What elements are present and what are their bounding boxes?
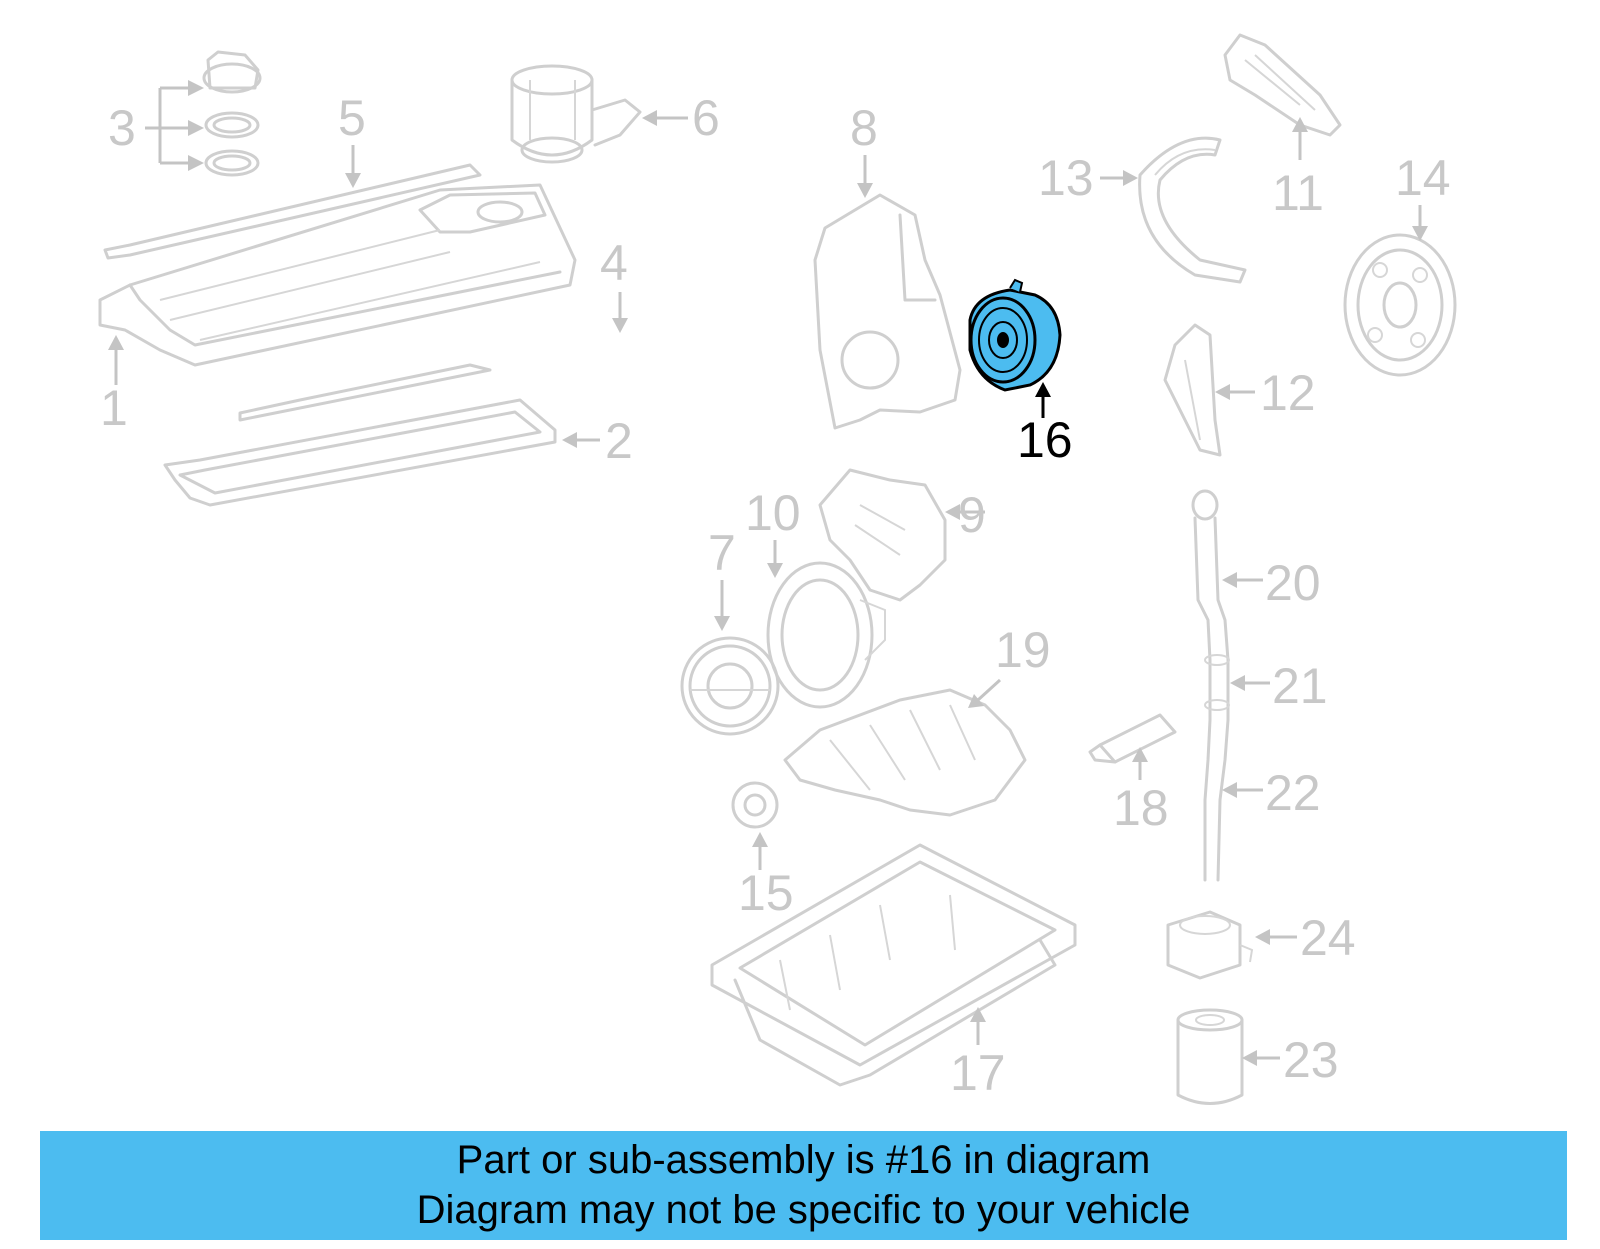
oil-cooler-part (1166, 910, 1254, 980)
arrow-15 (752, 832, 768, 870)
arrow-17 (970, 1007, 986, 1045)
oil-filter-part (1176, 1008, 1244, 1105)
callout-14: 14 (1395, 150, 1451, 206)
callout-15: 15 (738, 865, 794, 921)
callout-13: 13 (1038, 150, 1094, 206)
arrow-9 (945, 504, 985, 520)
callout-10: 10 (745, 485, 801, 541)
rear-cover-plate-part (818, 468, 947, 602)
oil-filter-housing-part (510, 64, 642, 164)
callout-23: 23 (1283, 1032, 1339, 1088)
arrow-18 (1132, 747, 1148, 780)
dipstick-part (1191, 489, 1230, 882)
callout-1: 1 (100, 380, 128, 436)
callout-11: 11 (1272, 165, 1324, 221)
sealant-tube-part (1088, 713, 1177, 764)
arrow-14 (1412, 205, 1428, 241)
callout-8: 8 (850, 100, 878, 156)
arrow-8 (857, 155, 873, 198)
seal-flange-part (766, 561, 886, 709)
gasket-upper-part (103, 163, 482, 260)
callout-24: 24 (1300, 910, 1356, 966)
valve-cover-part (98, 183, 577, 367)
arrow-24 (1255, 929, 1297, 945)
callout-19: 19 (995, 622, 1051, 678)
rear-bracket-part (1163, 323, 1222, 457)
callout-20: 20 (1265, 555, 1321, 611)
callout-12: 12 (1260, 365, 1316, 421)
callout-17: 17 (950, 1045, 1006, 1101)
callout-5: 5 (338, 90, 366, 146)
caption-line-2: Diagram may not be specific to your vehi… (416, 1188, 1191, 1232)
oil-baffle-part (783, 688, 1027, 817)
oil-pan-part (710, 843, 1077, 1087)
camshaft-sprocket-part (1343, 233, 1457, 377)
callout-6: 6 (692, 90, 720, 146)
arrow-1 (108, 335, 124, 385)
arrow-10 (767, 540, 783, 578)
arrow-20 (1222, 572, 1263, 588)
callout-7: 7 (708, 525, 736, 581)
arrow-22 (1222, 782, 1263, 798)
arrow-4 (612, 292, 628, 333)
arrow-5 (345, 145, 361, 188)
arrow-6 (642, 110, 688, 126)
upper-cover-part (1223, 33, 1342, 137)
arrow-21 (1230, 675, 1270, 691)
arrow-11 (1292, 117, 1308, 160)
callout-4: 4 (600, 235, 628, 291)
callout-18: 18 (1113, 780, 1169, 836)
timing-cover-part (813, 193, 962, 430)
callout-9: 9 (958, 487, 986, 543)
arrow-19 (968, 678, 1002, 708)
callout-16: 16 (1017, 412, 1073, 468)
crank-pulley-part (680, 636, 780, 736)
oil-cap-part (202, 50, 262, 177)
callout-21: 21 (1272, 658, 1328, 714)
caption-banner: Part or sub-assembly is #16 in diagram D… (40, 1131, 1567, 1240)
callout-22: 22 (1265, 765, 1321, 821)
arrow-13 (1100, 170, 1138, 186)
caption-line-1: Part or sub-assembly is #16 in diagram (456, 1138, 1151, 1182)
timing-belt-part (1138, 136, 1247, 284)
tensioner-part-highlighted[interactable] (968, 278, 1062, 392)
arrow-16 (1035, 382, 1051, 418)
arrow-3 (145, 80, 204, 171)
arrow-2 (562, 432, 600, 448)
callout-3: 3 (108, 100, 136, 156)
oil-pump-gear-part (731, 781, 779, 829)
arrow-12 (1215, 384, 1255, 400)
callout-2: 2 (605, 413, 633, 469)
arrow-7 (714, 580, 730, 631)
gasket-lower-part (163, 363, 557, 507)
arrow-23 (1242, 1050, 1280, 1066)
